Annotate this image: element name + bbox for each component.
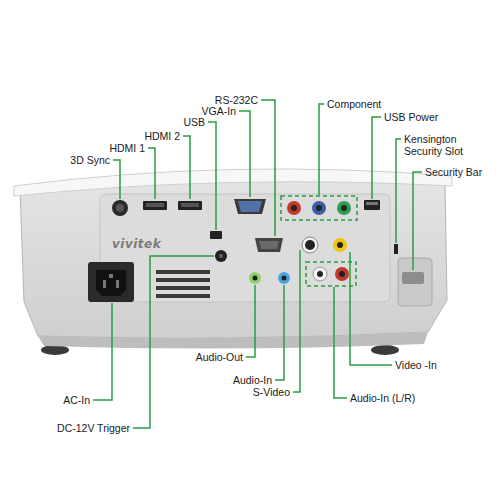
part-label: HDMI 1: [109, 142, 145, 154]
part-label: HDMI 2: [144, 130, 180, 142]
vent-slots: [156, 270, 210, 298]
rca-jack-inner: [291, 205, 297, 211]
audio-jack-inner: [282, 276, 287, 281]
serial-port: [255, 238, 283, 252]
ac-pin: [109, 274, 113, 278]
leader-line: [133, 256, 214, 428]
leader-line: [183, 136, 190, 199]
part-label: Security Bar: [425, 166, 482, 178]
ac-pin: [116, 280, 119, 288]
top-cover: [14, 169, 452, 196]
leader-line: [396, 139, 401, 243]
rca-jack: [337, 201, 351, 215]
vent-slot: [156, 278, 210, 282]
usb-port: [364, 200, 380, 210]
part-label: Kensington Security Slot: [404, 133, 482, 157]
security-bar-recess: [398, 258, 432, 306]
jack: [215, 250, 227, 262]
leader-line: [113, 160, 120, 199]
leader-line: [293, 250, 300, 392]
leader-line: [413, 172, 422, 270]
rca-jack-inner: [317, 271, 323, 277]
rca-jack: [335, 267, 349, 281]
part-label: RS-232C: [215, 94, 258, 106]
hdmi-port: [178, 201, 202, 210]
hdmi-port: [143, 201, 167, 210]
leader-line: [239, 111, 250, 197]
part-label: AC-In: [63, 394, 90, 406]
vent-slot: [156, 294, 210, 298]
leader-line: [350, 252, 392, 365]
rca-jack-inner: [339, 271, 345, 277]
group-bracket: [306, 262, 356, 286]
leader-line: [275, 285, 284, 380]
leader-line: [148, 148, 155, 199]
serial-port-inner: [259, 241, 279, 249]
brand-logo: vivitek: [112, 238, 161, 250]
kensington-slot: [394, 244, 398, 254]
part-label: Audio-In: [233, 374, 272, 386]
rca-jack: [312, 201, 326, 215]
projector-body: [20, 181, 447, 338]
ac-socket-inner: [96, 270, 126, 296]
leader-line: [319, 104, 324, 195]
ac-pin: [103, 280, 106, 288]
hdmi-port-inner: [181, 203, 199, 207]
din-port-inner: [116, 204, 124, 212]
leader-line: [93, 303, 112, 400]
usb-port-inner: [366, 202, 378, 205]
din-port: [112, 200, 128, 216]
security-bar: [402, 272, 424, 284]
audio-jack: [249, 272, 261, 284]
jack-inner: [219, 254, 223, 258]
vent-slot: [156, 286, 210, 290]
part-label: S-Video: [253, 386, 290, 398]
part-label: Audio-In (L/R): [350, 392, 415, 404]
part-label: Component: [327, 98, 381, 110]
part-label: USB Power: [384, 111, 438, 123]
foot: [371, 345, 399, 355]
leader-line: [246, 285, 255, 357]
part-label: 3D Sync: [70, 154, 110, 166]
vent-slot: [156, 270, 210, 274]
audio-jack-inner: [253, 276, 258, 281]
part-label: VGA-In: [202, 105, 236, 117]
hdmi-port-inner: [146, 203, 164, 207]
part-label: Video -In: [395, 359, 437, 371]
part-label: USB: [183, 116, 205, 128]
vga-port: [234, 199, 266, 214]
svideo-port-inner: [305, 240, 315, 250]
rca-jack-inner: [316, 205, 322, 211]
leader-line: [334, 287, 347, 398]
rca-jack: [287, 201, 301, 215]
rca-jack: [333, 238, 347, 252]
svideo-port: [302, 237, 318, 253]
leader-line: [208, 122, 216, 230]
leader-lines: [93, 100, 422, 428]
rca-jack-inner: [337, 242, 343, 248]
vga-port-inner: [238, 201, 262, 212]
part-label: Audio-Out: [196, 351, 243, 363]
leader-line: [261, 100, 275, 236]
leader-line: [372, 117, 381, 199]
io-panel: [100, 194, 390, 302]
body-base: [38, 332, 428, 349]
usb-port: [210, 231, 222, 239]
audio-jack: [278, 272, 290, 284]
rca-jack: [313, 267, 327, 281]
ac-socket: [88, 262, 134, 302]
group-bracket: [281, 196, 357, 220]
rca-jack-inner: [341, 205, 347, 211]
part-label: DC-12V Trigger: [57, 422, 130, 434]
